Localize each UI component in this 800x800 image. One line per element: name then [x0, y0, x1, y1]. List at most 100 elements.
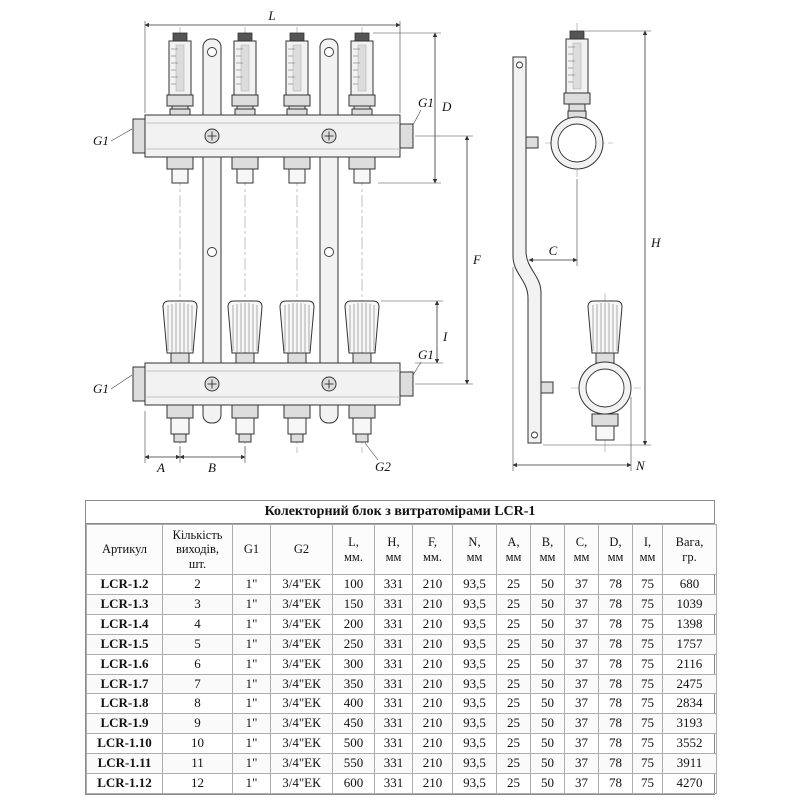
value-cell: 50 — [530, 673, 565, 695]
article-cell: LCR-1.7 — [86, 673, 163, 695]
value-cell: 210 — [412, 594, 453, 615]
article-cell: LCR-1.4 — [86, 613, 163, 635]
value-cell: 1" — [232, 693, 271, 715]
flow-meter — [283, 32, 311, 114]
article-cell: LCR-1.5 — [86, 633, 163, 655]
value-cell: 78 — [598, 594, 633, 615]
value-cell: 400 — [332, 693, 375, 715]
value-cell: 331 — [374, 594, 413, 615]
value-cell: 331 — [374, 673, 413, 695]
value-cell: 25 — [496, 653, 531, 675]
valve-knob-side — [587, 300, 623, 364]
value-cell: 78 — [598, 733, 633, 755]
value-cell: 331 — [374, 733, 413, 755]
dim-label-G1-top-left: G1 — [93, 133, 109, 148]
column-header: Вага, гр. — [662, 523, 717, 576]
value-cell: 93,5 — [452, 633, 497, 655]
value-cell: 331 — [374, 693, 413, 715]
value-cell: 2475 — [662, 673, 717, 695]
value-cell: 3193 — [662, 713, 717, 735]
value-cell: 50 — [530, 733, 565, 755]
value-cell: 11 — [162, 753, 233, 775]
value-cell: 93,5 — [452, 693, 497, 715]
value-cell: 210 — [412, 574, 453, 596]
value-cell: 93,5 — [452, 594, 497, 615]
column-header: G2 — [270, 523, 333, 576]
value-cell: 75 — [632, 613, 663, 635]
value-cell: 78 — [598, 574, 633, 596]
value-cell: 1" — [232, 673, 271, 695]
value-cell: 3/4"ЕК — [270, 753, 333, 775]
article-cell: LCR-1.11 — [86, 753, 163, 775]
value-cell: 75 — [632, 733, 663, 755]
technical-drawing: L D G1 F I G1 G1 G1 A B — [85, 5, 715, 497]
value-cell: 3/4"ЕК — [270, 574, 333, 596]
value-cell: 37 — [564, 753, 599, 775]
article-cell: LCR-1.3 — [86, 594, 163, 615]
value-cell: 210 — [412, 713, 453, 735]
value-cell: 5 — [162, 633, 233, 655]
dimensions: L D G1 F I G1 G1 G1 A B — [93, 8, 661, 475]
value-cell: 25 — [496, 673, 531, 695]
value-cell: 1" — [232, 594, 271, 615]
value-cell: 10 — [162, 733, 233, 755]
value-cell: 7 — [162, 673, 233, 695]
value-cell: 331 — [374, 773, 413, 794]
value-cell: 78 — [598, 673, 633, 695]
value-cell: 25 — [496, 594, 531, 615]
value-cell: 78 — [598, 693, 633, 715]
column-header: F, мм. — [412, 523, 453, 576]
column-header: A, мм — [496, 523, 531, 576]
flow-meter-side — [563, 30, 591, 112]
column-header: H, мм — [374, 523, 413, 576]
value-cell: 1039 — [662, 594, 717, 615]
value-cell: 50 — [530, 594, 565, 615]
value-cell: 210 — [412, 673, 453, 695]
manifold-drawing-svg: L D G1 F I G1 G1 G1 A B — [93, 8, 661, 475]
spec-table-section: Колекторний блок з витратомірами LCR-1 А… — [85, 500, 717, 795]
value-cell: 93,5 — [452, 574, 497, 596]
valve-knob — [162, 300, 198, 364]
value-cell: 78 — [598, 613, 633, 635]
value-cell: 1" — [232, 633, 271, 655]
value-cell: 250 — [332, 633, 375, 655]
article-cell: LCR-1.6 — [86, 653, 163, 675]
value-cell: 3 — [162, 594, 233, 615]
value-cell: 1398 — [662, 613, 717, 635]
dim-label-D: D — [441, 99, 452, 114]
value-cell: 78 — [598, 653, 633, 675]
value-cell: 93,5 — [452, 733, 497, 755]
value-cell: 12 — [162, 773, 233, 794]
value-cell: 1" — [232, 773, 271, 794]
value-cell: 50 — [530, 693, 565, 715]
dim-label-C: C — [549, 243, 558, 258]
value-cell: 25 — [496, 633, 531, 655]
value-cell: 75 — [632, 753, 663, 775]
dim-label-F: F — [472, 252, 482, 267]
value-cell: 93,5 — [452, 753, 497, 775]
value-cell: 25 — [496, 733, 531, 755]
value-cell: 210 — [412, 753, 453, 775]
value-cell: 300 — [332, 653, 375, 675]
value-cell: 331 — [374, 753, 413, 775]
value-cell: 1" — [232, 574, 271, 596]
dim-label-H: H — [650, 235, 661, 250]
flow-meter — [231, 32, 259, 114]
value-cell: 75 — [632, 633, 663, 655]
value-cell: 50 — [530, 713, 565, 735]
flow-meter — [166, 32, 194, 114]
value-cell: 2 — [162, 574, 233, 596]
value-cell: 37 — [564, 713, 599, 735]
value-cell: 2116 — [662, 653, 717, 675]
value-cell: 210 — [412, 633, 453, 655]
value-cell: 3/4"ЕК — [270, 613, 333, 635]
